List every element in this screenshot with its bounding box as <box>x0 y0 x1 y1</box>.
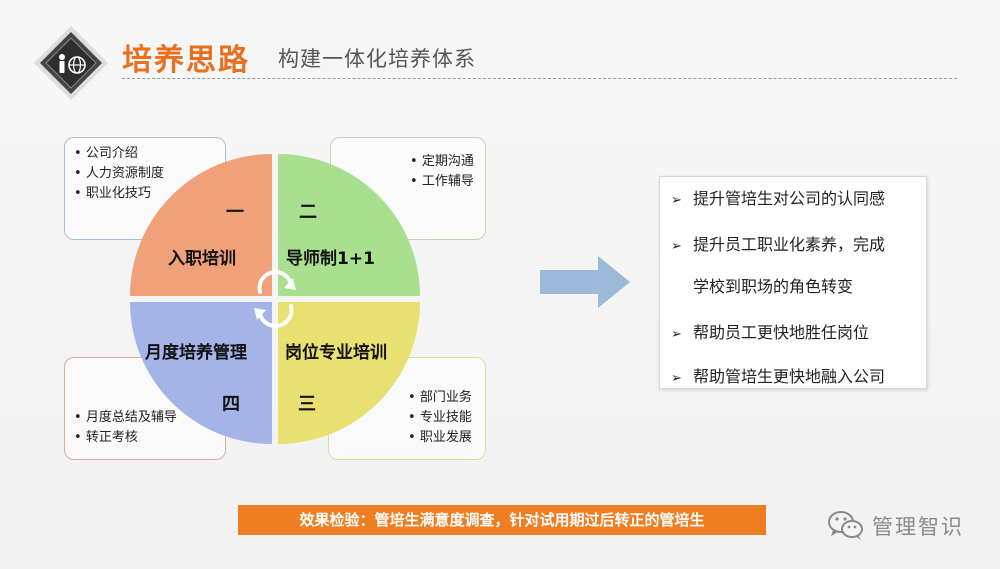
quadrant-title-monthly: 月度培养管理 <box>145 343 247 363</box>
outcome-item: ➢帮助员工更快地胜任岗位 <box>660 319 869 343</box>
list-item: 月度总结及辅导 <box>74 408 225 428</box>
outcomes-panel: ➢提升管培生对公司的认同感 ➢提升员工职业化素养，完成 学校到职场的角色转变 ➢… <box>659 176 927 389</box>
header-logo <box>32 24 110 102</box>
list-item: 人力资源制度 <box>74 164 225 184</box>
list-item: 专业技能 <box>408 408 485 428</box>
quadrant-number-one: 一 <box>226 202 244 223</box>
quadrant-title-professional: 岗位专业培训 <box>285 343 387 363</box>
cycle-arrows-icon <box>254 270 296 328</box>
arrow-bullet-icon: ➢ <box>671 327 682 342</box>
list-item: 公司介绍 <box>74 144 225 164</box>
outcome-item: ➢提升管培生对公司的认同感 <box>660 185 885 209</box>
page-title: 培养思路 <box>122 43 250 78</box>
list-item: 转正考核 <box>74 428 225 448</box>
list-item: 定期沟通 <box>410 152 485 172</box>
list-item: 职业发展 <box>408 428 485 448</box>
outcome-item: ➢帮助管培生更快地融入公司 <box>660 363 885 387</box>
outcome-item: ➢提升员工职业化素养，完成 <box>660 231 885 255</box>
person-globe-logo-icon <box>34 26 108 100</box>
arrow-bullet-icon: ➢ <box>671 193 682 208</box>
list-item: 部门业务 <box>408 388 485 408</box>
quadrant-mentor <box>278 154 420 296</box>
list-item: 工作辅导 <box>410 172 485 192</box>
right-arrow-icon <box>540 256 630 308</box>
quadrant-number-four: 四 <box>222 394 240 415</box>
arrow-bullet-icon: ➢ <box>671 239 682 254</box>
arrow-bullet-icon: ➢ <box>671 371 682 386</box>
title-divider <box>122 78 957 79</box>
brand-watermark: 管理智识 <box>872 515 964 539</box>
wechat-icon <box>828 511 863 540</box>
quadrant-title-onboarding: 入职培训 <box>168 249 236 269</box>
quadrant-professional <box>278 302 420 444</box>
quadrant-title-mentor: 导师制1+1 <box>286 249 375 269</box>
page-subtitle: 构建一体化培养体系 <box>278 47 476 71</box>
quadrant-number-three: 三 <box>298 394 316 415</box>
quadrant-onboarding <box>130 154 272 296</box>
quadrant-number-two: 二 <box>299 202 317 223</box>
outcome-item-continuation: 学校到职场的角色转变 <box>693 277 854 296</box>
effect-check-banner: 效果检验：管培生满意度调查，针对试用期过后转正的管培生 <box>238 505 766 535</box>
list-item: 职业化技巧 <box>74 184 225 204</box>
quadrant-monthly <box>130 302 272 444</box>
